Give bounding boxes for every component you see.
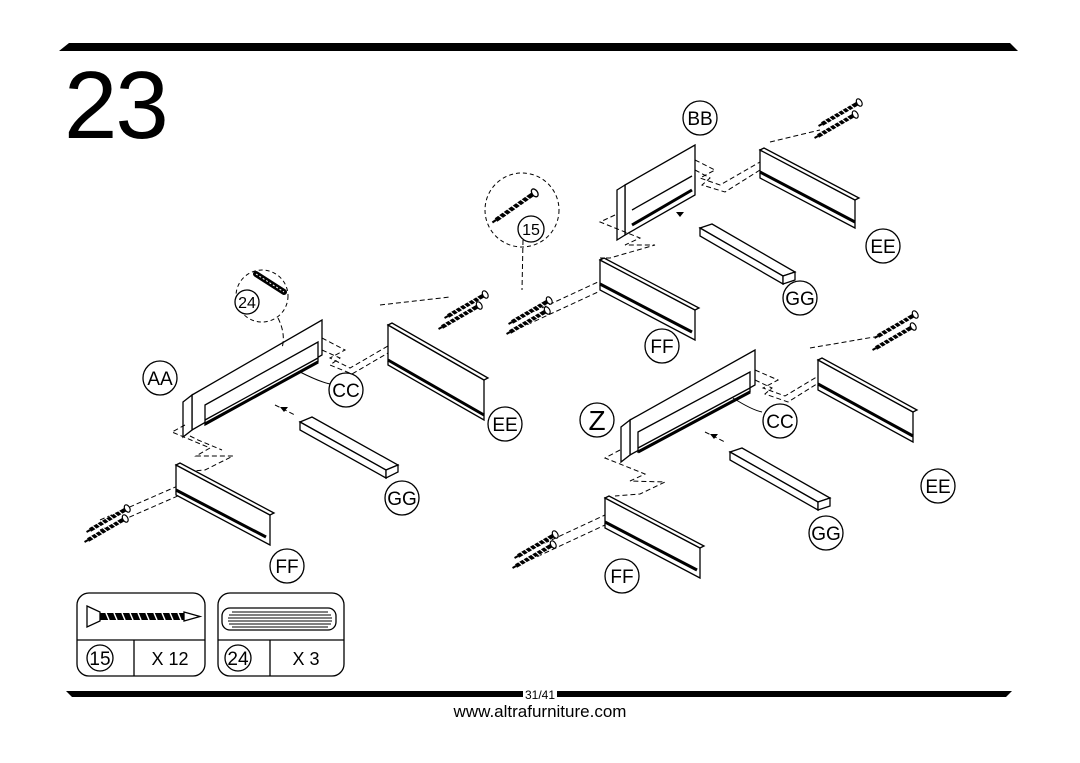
label-ee-circle — [487, 406, 523, 442]
label-cc-circle — [328, 372, 364, 408]
panel-gg-left — [298, 416, 400, 480]
label-ff: FF — [610, 567, 633, 588]
label-24: 24 — [238, 295, 256, 312]
label-ee: EE — [925, 477, 950, 498]
label-ff-circle — [269, 548, 305, 584]
label-ff: FF — [275, 557, 298, 578]
dowel-icon — [221, 607, 337, 631]
label-ee-circle — [865, 228, 901, 264]
label-aa-circle — [142, 360, 178, 396]
label-ff-circle — [604, 558, 640, 594]
label-gg: GG — [387, 489, 417, 510]
panel-ff-bottom — [603, 495, 706, 580]
label-gg-circle — [808, 515, 844, 551]
label-bb: BB — [687, 109, 712, 130]
panel-ee-bottom — [816, 357, 919, 444]
label-15: 15 — [522, 222, 540, 239]
label-15-circle — [517, 215, 545, 243]
label-z-circle — [579, 402, 615, 438]
dowel-detail-icon — [253, 271, 287, 295]
screw-icon — [86, 604, 203, 629]
panel-ff-left — [174, 462, 276, 547]
panel-aa — [182, 318, 323, 439]
website-url: www.altrafurniture.com — [453, 702, 627, 721]
panel-z — [620, 348, 756, 464]
hardware-id-24: 24 — [227, 649, 249, 670]
hardware-box-15: 15 X 12 — [76, 592, 206, 677]
detail-circle-15 — [484, 172, 560, 248]
panel-ff-top — [598, 257, 701, 342]
label-cc: CC — [332, 381, 359, 402]
label-gg: GG — [811, 524, 841, 545]
panel-ee-left — [386, 322, 490, 422]
label-gg: GG — [785, 289, 815, 310]
panel-gg-bottom — [728, 447, 832, 512]
panel-ee-top — [758, 147, 861, 230]
hardware-box-24: 24 X 3 — [217, 592, 345, 677]
label-z: Z — [588, 405, 605, 436]
label-gg-circle — [782, 280, 818, 316]
label-ee-circle — [920, 468, 956, 504]
header-bar — [59, 43, 1018, 51]
page-number-text: 31/41 — [522, 688, 558, 702]
hardware-qty-15: X 12 — [151, 649, 188, 669]
panel-gg-top — [698, 223, 797, 286]
label-ff-circle — [644, 328, 680, 364]
label-ff: FF — [650, 337, 673, 358]
label-ee: EE — [492, 415, 517, 436]
label-gg-circle — [384, 480, 420, 516]
label-cc-circle — [762, 403, 798, 439]
detail-circle-24 — [235, 269, 289, 323]
label-ee: EE — [870, 237, 895, 258]
label-bb-circle — [682, 100, 718, 136]
page-number: 31/41 — [0, 688, 1080, 702]
step-number: 23 — [64, 52, 169, 159]
hardware-id-15: 15 — [89, 649, 110, 670]
panel-bb — [616, 143, 696, 242]
hardware-qty-24: X 3 — [292, 649, 319, 669]
label-24-circle — [234, 289, 260, 315]
label-cc: CC — [766, 412, 793, 433]
label-aa: AA — [147, 369, 173, 390]
